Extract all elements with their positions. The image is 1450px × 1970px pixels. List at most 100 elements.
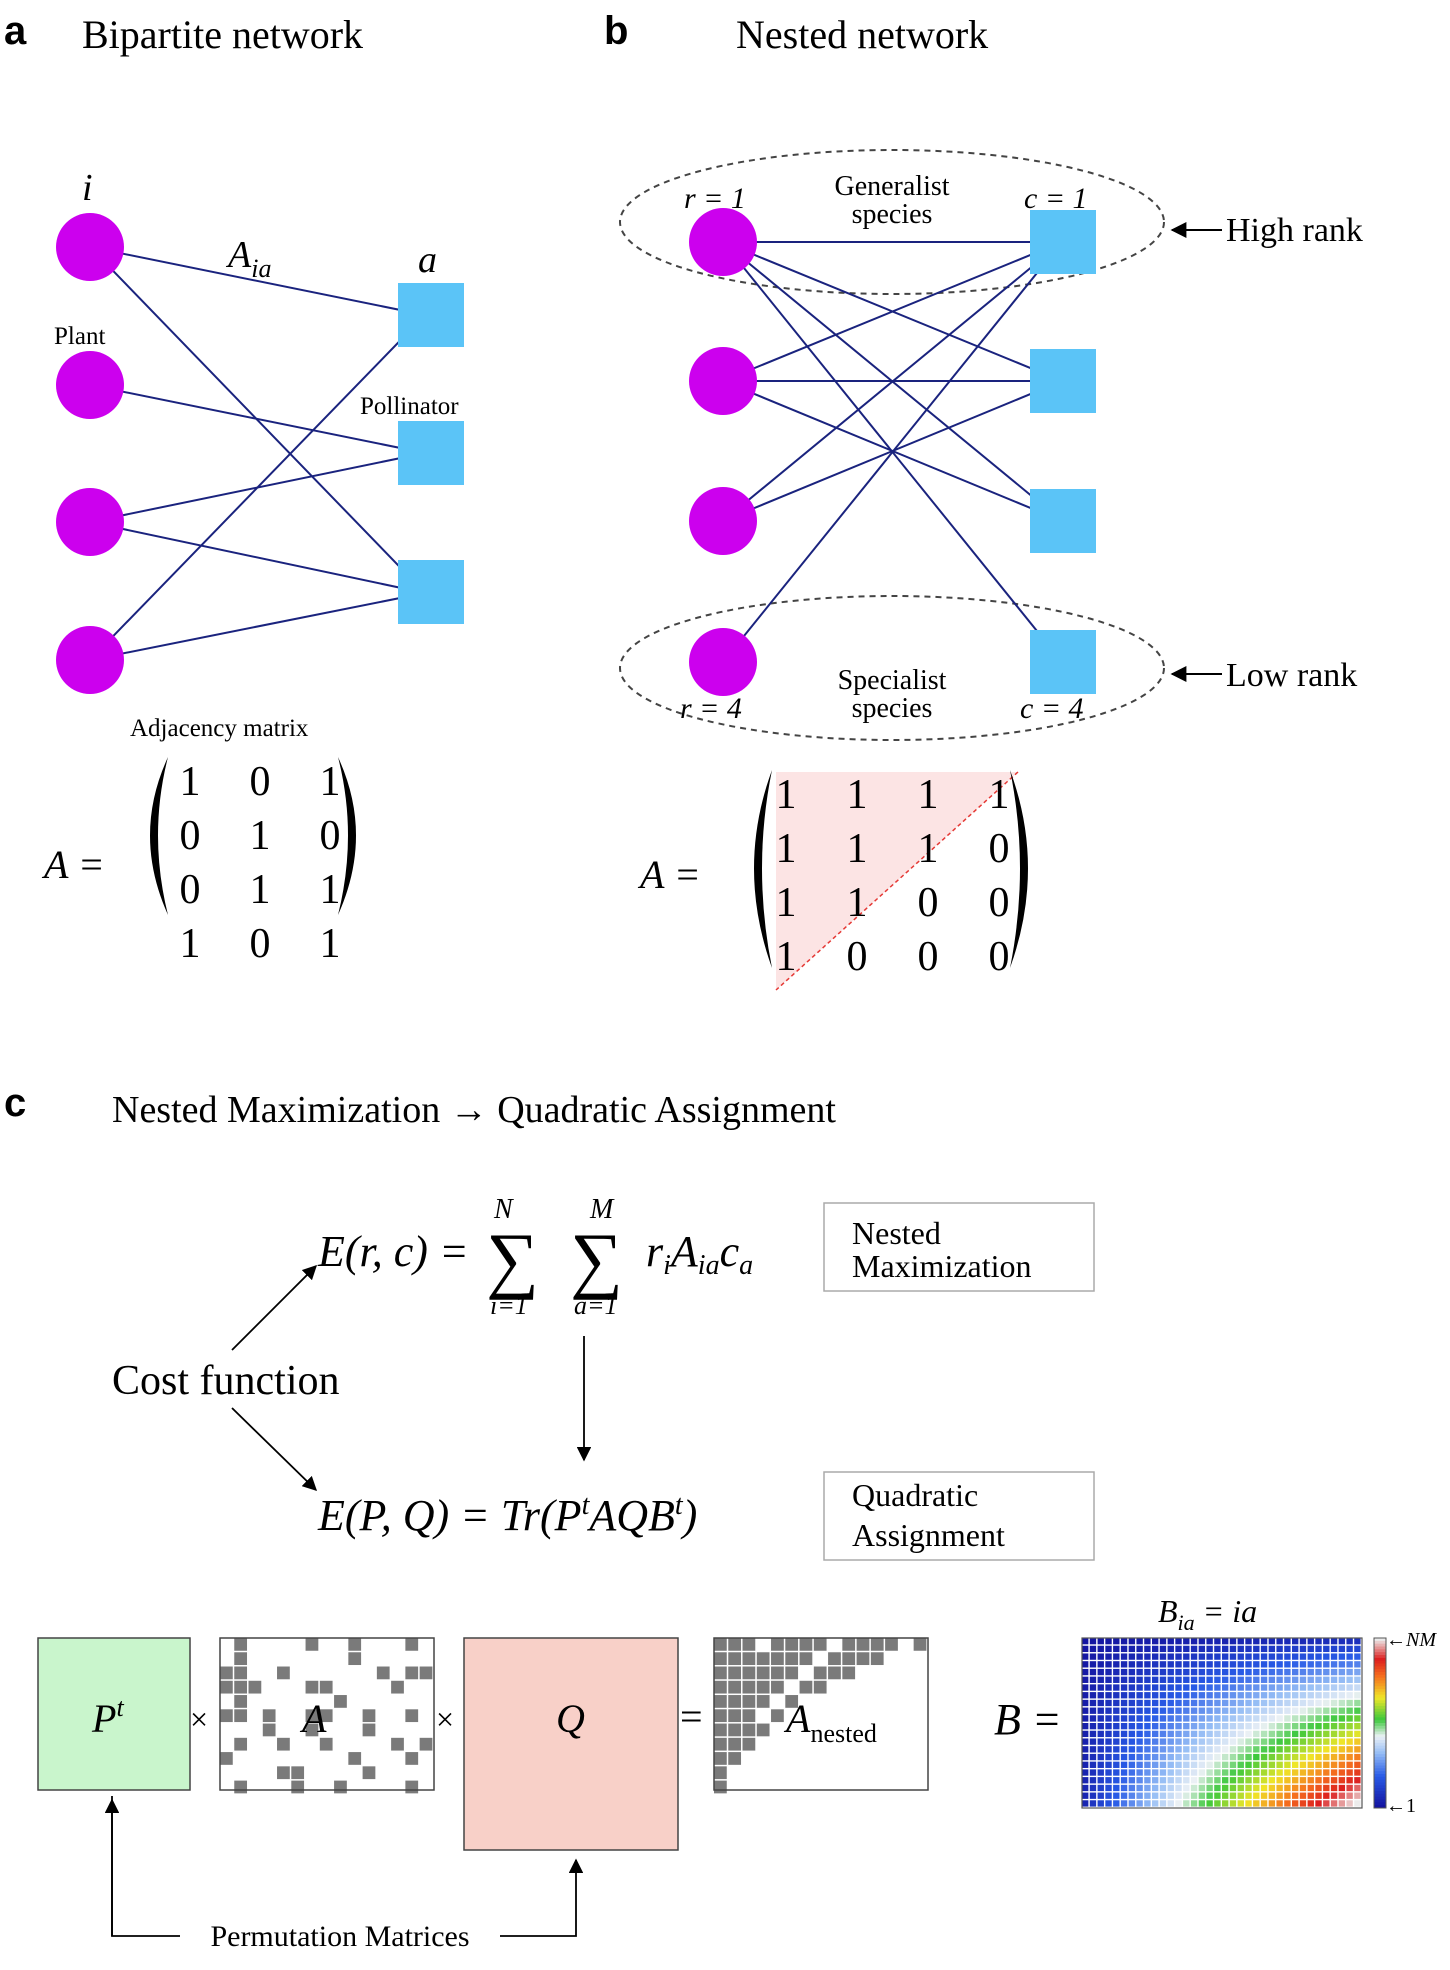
heatmap-cell	[1183, 1800, 1190, 1807]
heatmap-cell	[1268, 1723, 1276, 1730]
colorbar-segment	[1374, 1757, 1386, 1761]
heatmap-cell	[1260, 1723, 1268, 1730]
heatmap-cell	[1346, 1715, 1353, 1722]
matrix-cell	[728, 1652, 742, 1666]
r-top-label: r = 1	[684, 182, 746, 215]
heatmap-cell	[1260, 1645, 1268, 1653]
matrix-cell	[348, 1652, 362, 1666]
heatmap-cell	[1330, 1792, 1338, 1799]
colorbar-segment	[1374, 1680, 1386, 1684]
heatmap-cell	[1222, 1645, 1229, 1653]
heatmap-cell	[1222, 1668, 1229, 1676]
heatmap-cell	[1097, 1753, 1104, 1761]
heatmap-cell	[1276, 1784, 1283, 1792]
matrix-cell	[728, 1638, 742, 1651]
heatmap-cell	[1346, 1645, 1353, 1653]
heatmap-cell	[1175, 1699, 1182, 1707]
heatmap-cell	[1136, 1684, 1143, 1691]
heatmap-cell	[1253, 1753, 1260, 1761]
heatmap-cell	[1175, 1746, 1182, 1753]
heatmap-cell	[1144, 1769, 1151, 1776]
heatmap-cell	[1284, 1692, 1291, 1699]
matrix-cell: 1	[250, 813, 271, 859]
heatmap-cell	[1354, 1692, 1361, 1699]
heatmap-cell	[1136, 1730, 1143, 1738]
matrix-cell	[756, 1723, 770, 1737]
heatmap-cell	[1198, 1777, 1206, 1784]
heatmap-cell	[1245, 1723, 1252, 1730]
heatmap-cell	[1175, 1676, 1182, 1683]
B-colorbar	[1374, 1638, 1386, 1809]
heatmap-cell	[1323, 1661, 1330, 1668]
heatmap-cell	[1276, 1753, 1283, 1761]
arrow-to-eq1	[231, 1264, 318, 1351]
heatmap-cell	[1299, 1784, 1307, 1792]
heatmap-cell	[1229, 1761, 1237, 1768]
heatmap-cell	[1206, 1723, 1213, 1730]
heatmap-cell	[1229, 1645, 1237, 1653]
panel-b-letter: b	[604, 9, 628, 53]
heatmap-cell	[1253, 1784, 1260, 1792]
heatmap-cell	[1323, 1730, 1330, 1738]
eq1-rhs: riAiaca	[646, 1227, 753, 1281]
heatmap-cell	[1237, 1723, 1244, 1730]
matrix-cell	[771, 1709, 784, 1723]
heatmap-cell	[1276, 1761, 1283, 1768]
matrix-cell	[348, 1638, 362, 1651]
matrix-cell	[234, 1780, 248, 1794]
P-label: Pt	[91, 1693, 124, 1741]
matrix-cell	[842, 1666, 856, 1680]
heatmap-cell	[1152, 1777, 1159, 1784]
matrix-cell	[319, 1709, 333, 1723]
heatmap-cell	[1276, 1645, 1283, 1653]
heatmap-cell	[1206, 1653, 1213, 1660]
heatmap-cell	[1128, 1777, 1136, 1784]
heatmap-cell	[1206, 1746, 1213, 1753]
heatmap-cell	[1330, 1715, 1338, 1722]
colorbar-segment	[1374, 1655, 1386, 1659]
heatmap-cell	[1338, 1676, 1346, 1683]
heatmap-cell	[1237, 1653, 1244, 1660]
heatmap-cell	[1268, 1761, 1276, 1768]
matrix-A-grid	[220, 1638, 433, 1794]
matrix-cell: 1	[847, 880, 868, 926]
heatmap-cell	[1346, 1692, 1353, 1699]
heatmap-cell	[1206, 1761, 1213, 1768]
plant-node	[689, 487, 757, 555]
heatmap-cell	[1276, 1800, 1283, 1807]
heatmap-cell	[1338, 1692, 1346, 1699]
heatmap-cell	[1152, 1715, 1159, 1722]
heatmap-cell	[1214, 1645, 1221, 1653]
heatmap-cell	[1175, 1753, 1182, 1761]
heatmap-cell	[1214, 1730, 1221, 1738]
heatmap-cell	[1120, 1730, 1128, 1738]
heatmap-cell	[1152, 1707, 1159, 1714]
heatmap-cell	[1245, 1692, 1252, 1699]
matrix-cell	[334, 1695, 347, 1708]
edge	[89, 246, 426, 316]
heatmap-cell	[1152, 1738, 1159, 1745]
heatmap-cell	[1206, 1668, 1213, 1676]
heatmap-cell	[1253, 1684, 1260, 1691]
heatmap-cell	[1292, 1800, 1299, 1807]
heatmap-cell	[1183, 1661, 1190, 1668]
heatmap-cell	[1315, 1692, 1322, 1699]
heatmap-cell	[1105, 1707, 1112, 1714]
nested-boundary-line	[775, 771, 1019, 991]
heatmap-cell	[1354, 1746, 1361, 1753]
heatmap-cell	[1159, 1684, 1167, 1691]
heatmap-cell	[1276, 1746, 1283, 1753]
colorbar-top-label: ←NM	[1386, 1629, 1437, 1651]
matrix-cell: 1	[320, 921, 341, 967]
panel-a: a Bipartite network i a Aia Plant Pollin…	[4, 9, 464, 967]
heatmap-cell	[1183, 1769, 1190, 1776]
matrix-cell: 1	[776, 934, 797, 980]
heatmap-cell	[1229, 1769, 1237, 1776]
heatmap-cell	[1330, 1784, 1338, 1792]
heatmap-cell	[1214, 1692, 1221, 1699]
heatmap-cell	[1268, 1753, 1276, 1761]
heatmap-cell	[1190, 1800, 1198, 1807]
heatmap-cell	[1354, 1668, 1361, 1676]
heatmap-cell	[1128, 1792, 1136, 1799]
heatmap-cell	[1105, 1692, 1112, 1699]
